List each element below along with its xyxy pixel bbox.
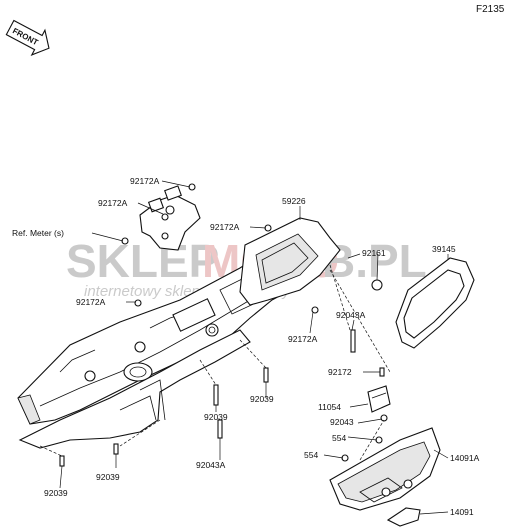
label-554-b: 554	[304, 450, 318, 460]
label-92043: 92043	[330, 417, 354, 427]
label-92043A-bottom: 92043A	[196, 460, 226, 470]
windscreen-frame-part	[239, 217, 341, 306]
label-11054: 11054	[318, 402, 341, 412]
label-14091A: 14091A	[450, 453, 480, 463]
label-92039-b: 92039	[204, 412, 228, 422]
label-92172: 92172	[328, 367, 352, 377]
figure-code: F2135	[476, 4, 505, 15]
label-92161: 92161	[362, 248, 386, 258]
label-554-a: 554	[332, 433, 346, 443]
box-part	[329, 427, 441, 511]
leader-lines	[59, 180, 449, 515]
label-14091: 14091	[450, 507, 474, 517]
label-92039-a: 92039	[250, 394, 274, 404]
label-ref-meter: Ref. Meter (s)	[12, 228, 64, 238]
assembly-lines	[39, 264, 391, 461]
label-92172A-left: 92172A	[98, 198, 128, 208]
front-arrow-icon: FRONT	[5, 19, 50, 56]
watermark-left: SKLEP	[66, 235, 219, 287]
label-92172A-top: 92172A	[130, 176, 160, 186]
label-92039-c: 92039	[96, 472, 120, 482]
trim-seal-part	[395, 257, 475, 349]
label-92172A-lower-left: 92172A	[76, 297, 106, 307]
bracket-part	[367, 385, 391, 413]
label-59226: 59226	[282, 196, 306, 206]
label-92172A-mid: 92172A	[210, 222, 240, 232]
fastener-icons	[59, 183, 388, 467]
label-92039-d: 92039	[44, 488, 68, 498]
label-39145: 39145	[432, 244, 456, 254]
label-92043A-right: 92043A	[336, 310, 366, 320]
meter-bracket-part	[139, 185, 201, 251]
watermark-right: B.PL	[322, 235, 427, 287]
under-panel-part	[18, 329, 251, 449]
lid-part	[386, 507, 421, 527]
label-92172A-lower-right: 92172A	[288, 334, 318, 344]
